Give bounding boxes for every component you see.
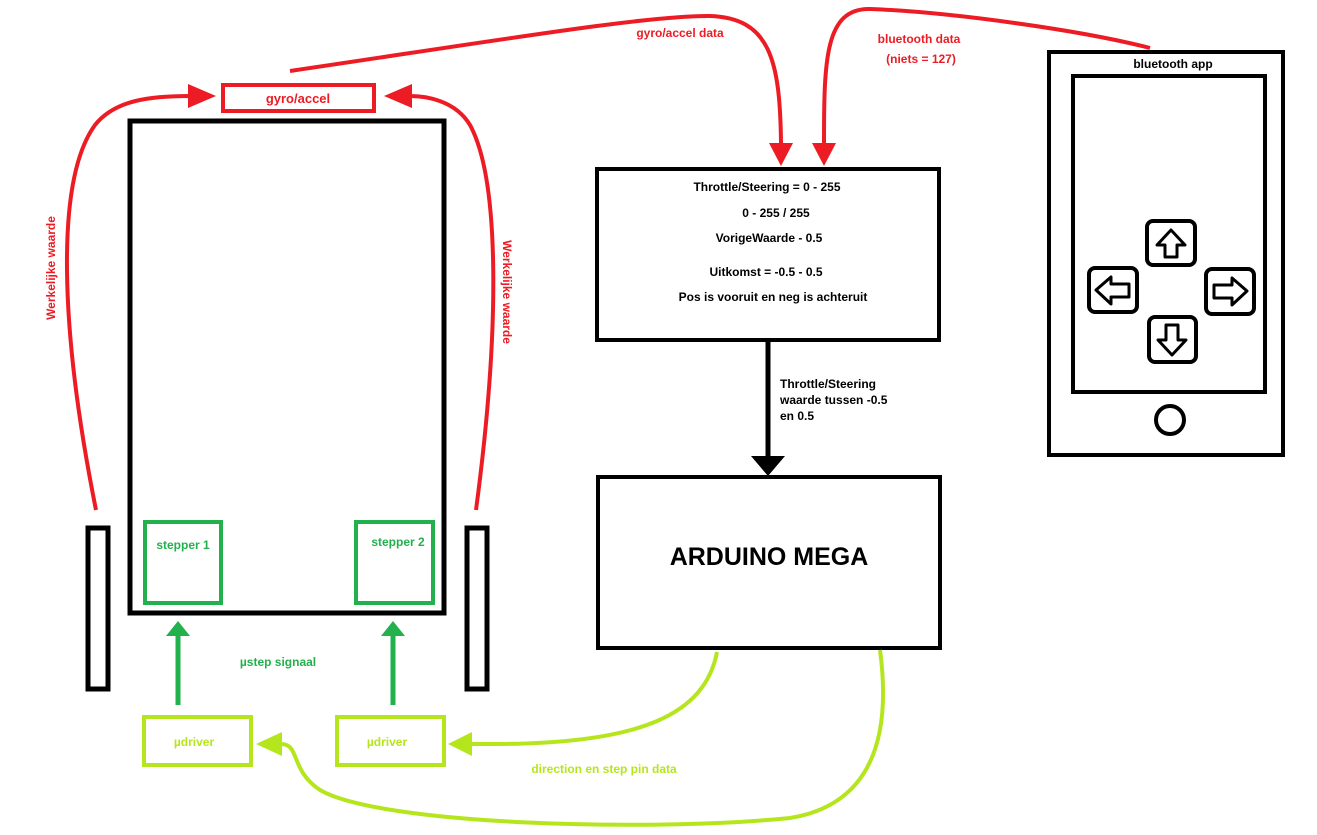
werkelijke-left-path [64, 94, 191, 511]
arrow-up-icon[interactable] [1145, 219, 1197, 267]
calc-line-2: 0 - 255 / 255 [742, 206, 810, 220]
stepper-1-label: stepper 1 [156, 538, 210, 552]
robot-body [127, 118, 447, 616]
wheel-right [464, 525, 490, 692]
arrow-left-icon[interactable] [1087, 266, 1139, 314]
calculation-box [595, 167, 941, 342]
calc-line-3: VorigeWaarde - 0.5 [716, 231, 823, 245]
direction-path-to-udriver-1 [281, 649, 886, 827]
arduino-box [596, 475, 942, 650]
stepper-2-box [354, 520, 435, 605]
calc-line-5: Pos is vooruit en neg is achteruit [679, 290, 868, 304]
direction-head-udriver-1 [256, 732, 282, 756]
arrow-right-icon[interactable] [1204, 267, 1256, 316]
udriver-1-box [142, 715, 253, 767]
udriver-2-box [335, 715, 446, 767]
werkelijke-left-head [188, 84, 216, 108]
ustep-signaal-label: µstep signaal [240, 655, 316, 669]
throttle-label-2: waarde tussen -0.5 [779, 393, 888, 407]
bluetooth-data-head [812, 143, 836, 166]
bluetooth-app-label: bluetooth app [1133, 57, 1212, 71]
ustep-arrow-2-head [381, 621, 405, 636]
phone-screen [1071, 74, 1267, 394]
phone-body [1047, 50, 1285, 457]
home-button-icon[interactable] [1154, 404, 1186, 436]
wheel-left [85, 525, 111, 692]
calc-line-4: Uitkomst = -0.5 - 0.5 [709, 265, 822, 279]
throttle-arrow-head [751, 456, 785, 476]
direction-step-label: direction en step pin data [531, 762, 677, 776]
stepper-2-label: stepper 2 [371, 535, 425, 549]
bluetooth-data-path [822, 6, 1151, 144]
direction-path-to-udriver-2 [472, 651, 719, 746]
werkelijke-right-head [384, 84, 412, 108]
ustep-arrow-1-head [166, 621, 190, 636]
udriver-1-label: µdriver [174, 735, 215, 749]
throttle-label-3: en 0.5 [780, 409, 814, 423]
gyro-data-label: gyro/accel data [636, 26, 724, 40]
werkelijke-left-label: Werkelijke waarde [44, 216, 58, 320]
arrow-down-icon[interactable] [1147, 315, 1198, 364]
bluetooth-data-label-2: (niets = 127) [886, 52, 956, 66]
gyro-data-head [769, 143, 793, 166]
throttle-label-1: Throttle/Steering [780, 377, 876, 391]
bluetooth-data-label-1: bluetooth data [878, 32, 961, 46]
stepper-1-box [143, 520, 223, 605]
werkelijke-right-label: Werkelijke waarde [500, 240, 514, 344]
direction-head-udriver-2 [448, 732, 472, 756]
werkelijke-right-path [409, 94, 496, 511]
arduino-label: ARDUINO MEGA [670, 543, 869, 571]
gyro-accel-box [221, 83, 376, 113]
gyro-data-path [289, 13, 783, 144]
calc-line-1: Throttle/Steering = 0 - 255 [693, 180, 840, 194]
udriver-2-label: µdriver [367, 735, 408, 749]
gyro-accel-label: gyro/accel [266, 91, 330, 106]
